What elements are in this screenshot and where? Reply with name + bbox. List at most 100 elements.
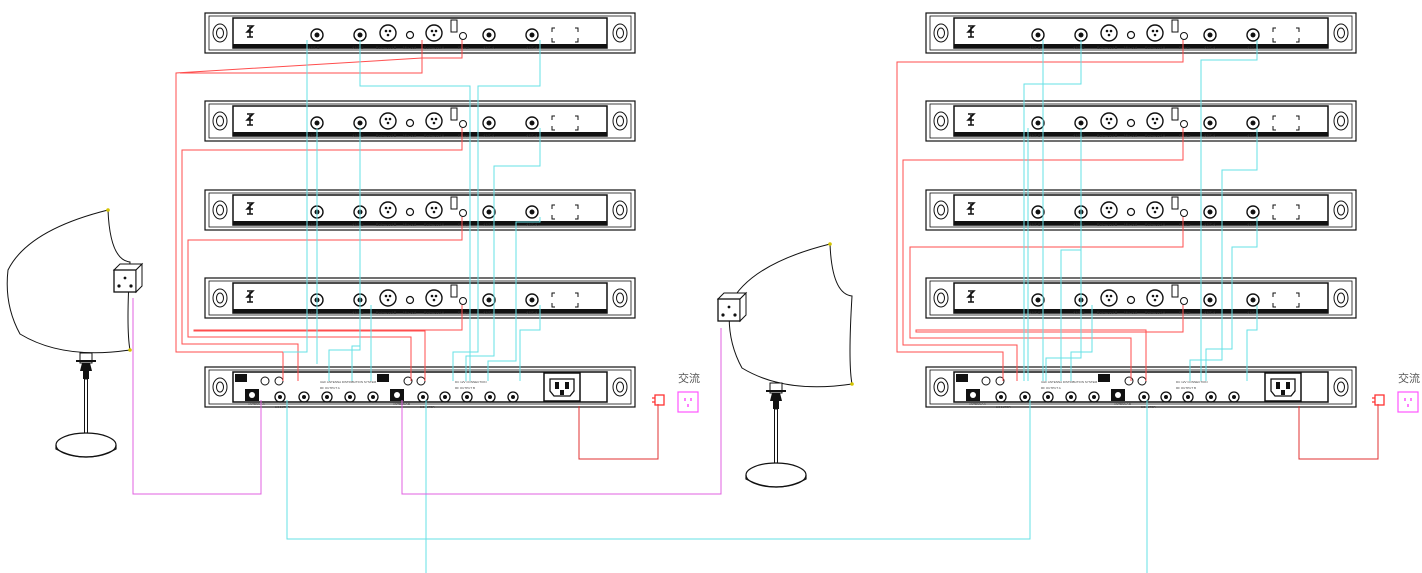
booster-label: BOOSTER xyxy=(996,405,1012,409)
port-label-balanced-a: Balanced A xyxy=(1145,222,1166,227)
port-label-balanced-a: Balanced A xyxy=(424,45,445,50)
antenna-b-label: ANTENNA B xyxy=(1114,402,1131,406)
port-label-power: Power xyxy=(1179,133,1191,138)
port-label-ant-b: ANT B xyxy=(308,222,320,227)
port-label-mix-out: Mix out xyxy=(1124,310,1138,315)
power-plug-icon xyxy=(652,395,664,405)
port-label-balanced-b: Balanced B xyxy=(1097,222,1118,227)
receiver-1-right xyxy=(926,13,1356,53)
receiver-4-right xyxy=(926,278,1356,318)
port-label-balanced-a: Balanced A xyxy=(424,310,445,315)
distributor-left xyxy=(205,367,635,407)
port-label-ant-a: ANT A xyxy=(1204,133,1216,138)
cascade-cables xyxy=(287,400,1147,573)
port-label-ant-b: ANT B xyxy=(308,310,320,315)
booster-label: BOOSTER xyxy=(420,405,436,409)
power-socket-icon xyxy=(678,392,698,412)
port-label-power: Power xyxy=(1179,310,1191,315)
ac-power-label: 交流 xyxy=(678,370,700,386)
distributor-title: UHF ANTENNA DISTRIBUTION SYSTEM xyxy=(1041,380,1098,384)
receiver-1-left xyxy=(205,13,635,53)
port-label-ant-a: ANT A xyxy=(526,310,538,315)
rf-output-b-label: RF OUTPUT B xyxy=(455,386,475,390)
port-label-balanced-b: Balanced B xyxy=(1097,45,1118,50)
port-label-balanced-b: Balanced B xyxy=(1097,310,1118,315)
booster-label: BOOSTER xyxy=(275,405,291,409)
ac-power-label: 交流 xyxy=(1398,370,1420,386)
port-label-power: Power xyxy=(458,133,470,138)
port-label-ant-b: ANT B xyxy=(1073,133,1085,138)
antenna-stand xyxy=(746,383,806,487)
power-socket-icon xyxy=(1398,392,1418,412)
port-label-balanced-a: Balanced A xyxy=(1145,45,1166,50)
port-label-balanced-b: Balanced B xyxy=(376,45,397,50)
port-label-ant-b: ANT B xyxy=(1029,133,1041,138)
receiver-3-left xyxy=(205,190,635,230)
port-label-ant-a: ANT A xyxy=(483,222,495,227)
antenna-booster-box xyxy=(718,293,746,321)
paddle-antenna-right xyxy=(718,242,854,487)
port-label-balanced-b: Balanced B xyxy=(376,310,397,315)
port-label-power: Power xyxy=(1179,222,1191,227)
power-plug-icon xyxy=(1372,395,1384,405)
port-label-balanced-a: Balanced A xyxy=(1145,310,1166,315)
port-label-ant-a: ANT A xyxy=(483,310,495,315)
receiver-2-left xyxy=(205,101,635,141)
dc-connection-label: DC 12V CONNECTION xyxy=(1176,380,1208,384)
right-rack: ANT B ANT B Balanced B Mix out Balanced … xyxy=(926,13,1356,409)
antenna-a-label: ANTENNA A xyxy=(969,402,986,406)
port-label-balanced-b: Balanced B xyxy=(376,222,397,227)
port-label-ant-b: ANT B xyxy=(308,133,320,138)
port-label-ant-b: ANT B xyxy=(1073,45,1085,50)
paddle-antenna-left xyxy=(7,208,142,457)
port-label-ant-b: ANT B xyxy=(308,45,320,50)
port-label-ant-b: ANT B xyxy=(1029,222,1041,227)
port-label-balanced-a: Balanced A xyxy=(424,133,445,138)
antenna-a-label: ANTENNA A xyxy=(248,402,265,406)
port-label-ant-a: ANT A xyxy=(483,45,495,50)
distributor-right xyxy=(926,367,1356,407)
rf-output-a-label: RF OUTPUT A xyxy=(1041,386,1061,390)
port-label-balanced-a: Balanced A xyxy=(1145,133,1166,138)
port-label-power: Power xyxy=(458,45,470,50)
receiver-3-right xyxy=(926,190,1356,230)
right-rack-port-labels: ANT B ANT B Balanced B Mix out Balanced … xyxy=(1029,45,1259,315)
port-label-ant-a: ANT A xyxy=(483,133,495,138)
port-label-power: Power xyxy=(458,222,470,227)
port-label-mix-out: Mix out xyxy=(1124,222,1138,227)
antenna-stand xyxy=(56,353,116,457)
port-label-mix-out: Mix out xyxy=(403,222,417,227)
port-label-balanced-b: Balanced B xyxy=(376,133,397,138)
receiver-2-right xyxy=(926,101,1356,141)
port-label-power: Power xyxy=(458,310,470,315)
antenna-booster-box xyxy=(114,264,142,292)
port-label-ant-b: ANT B xyxy=(1073,222,1085,227)
port-label-mix-out: Mix out xyxy=(1124,133,1138,138)
left-rack: ANT B ANT B Balanced B Mix out Balanced … xyxy=(205,13,635,409)
port-label-ant-b: ANT B xyxy=(352,310,364,315)
dc-connection-label: DC 12V CONNECTION xyxy=(455,380,487,384)
receiver-4-left xyxy=(205,278,635,318)
port-label-ant-b: ANT B xyxy=(352,45,364,50)
port-label-ant-a: ANT A xyxy=(1204,310,1216,315)
port-label-ant-b: ANT B xyxy=(352,222,364,227)
port-label-ant-b: ANT B xyxy=(1073,310,1085,315)
port-label-ant-b: ANT B xyxy=(1029,45,1041,50)
port-label-mix-out: Mix out xyxy=(403,310,417,315)
port-label-balanced-a: Balanced A xyxy=(424,222,445,227)
rf-output-b-label: RF OUTPUT B xyxy=(1176,386,1196,390)
port-label-balanced-b: Balanced B xyxy=(1097,133,1118,138)
port-label-ant-a: ANT A xyxy=(526,222,538,227)
port-label-ant-a: ANT A xyxy=(1204,222,1216,227)
port-label-ant-a: ANT A xyxy=(526,133,538,138)
port-label-ant-b: ANT B xyxy=(1029,310,1041,315)
rf-output-a-label: RF OUTPUT A xyxy=(320,386,340,390)
booster-label: BOOSTER xyxy=(1141,405,1157,409)
port-label-ant-b: ANT B xyxy=(352,133,364,138)
port-label-mix-out: Mix out xyxy=(403,133,417,138)
port-label-mix-out: Mix out xyxy=(403,45,417,50)
port-label-ant-a: ANT A xyxy=(1204,45,1216,50)
port-label-power: Power xyxy=(1179,45,1191,50)
port-label-mix-out: Mix out xyxy=(1124,45,1138,50)
